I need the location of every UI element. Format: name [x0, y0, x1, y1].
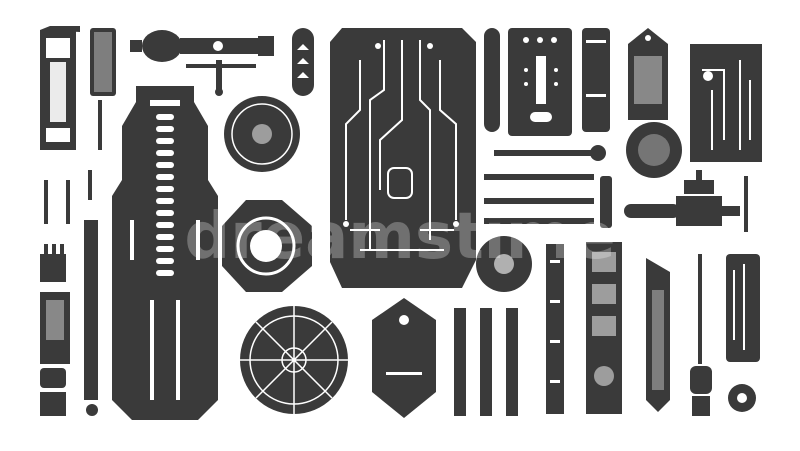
blade-strip-icon: [646, 258, 670, 412]
round-vent-icon: [224, 96, 300, 172]
round-gauge-icon: [476, 122, 682, 292]
microchip-panel-icon: [508, 28, 572, 136]
satellite-drone-icon: [624, 170, 740, 226]
dotted-antenna-icon: [690, 254, 712, 416]
octagon-lens-icon: [222, 200, 312, 292]
crystal-shard-icon: [372, 298, 436, 418]
striped-strip-icon: [546, 244, 564, 414]
circuit-board-panel-icon: [330, 28, 476, 288]
watermark: dreamstime: [184, 200, 615, 274]
pill-capsule-icon: [292, 28, 314, 96]
cylinder-probe-icon: [40, 170, 98, 416]
round-gauge-icon: [744, 176, 748, 232]
wheel-disc-icon: [240, 306, 348, 414]
barcode-panel-icon: [586, 242, 622, 414]
connector-cable-icon: [130, 30, 274, 96]
spaceship-tower-icon: [112, 86, 218, 420]
battery-cell-icon: [484, 28, 610, 132]
circuit-tag-icon: [726, 254, 760, 362]
keycard-icon: [90, 28, 116, 150]
dotted-tag-icon: [628, 28, 668, 120]
bar-pillar-icon: [454, 308, 518, 416]
plug-connector-icon: [484, 145, 612, 228]
gear-icon: [728, 384, 756, 412]
phone-gadget-icon: [40, 26, 80, 150]
circuit-tag-icon: [690, 44, 762, 162]
